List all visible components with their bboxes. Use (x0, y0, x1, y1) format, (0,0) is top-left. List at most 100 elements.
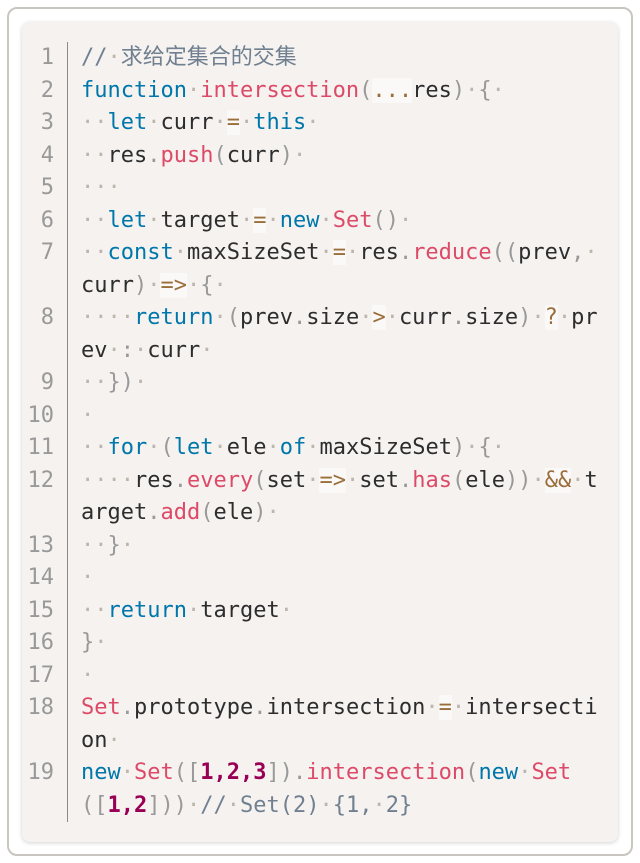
token-punctuation: (( (491, 240, 519, 265)
token-operator: > (372, 305, 386, 330)
whitespace-dot: · (451, 695, 466, 720)
whitespace-dot: · (186, 272, 201, 298)
code-line: 3··let·curr·=·this· (22, 107, 618, 140)
code-line: 9··})· (22, 367, 618, 400)
whitespace-dot: ·· (81, 207, 108, 233)
whitespace-dot: ···· (81, 467, 134, 493)
whitespace-dot: · (213, 272, 227, 298)
token-punctuation: ) (253, 500, 267, 525)
token-punctuation: { (478, 77, 492, 103)
line-number: 1 (22, 42, 68, 75)
token-operator: = (226, 110, 240, 135)
whitespace-dot: · (306, 110, 320, 135)
line-number: 4 (22, 139, 68, 172)
whitespace-dot: · (213, 305, 227, 330)
code-line: 4 ··res.push(curr)· (22, 139, 618, 173)
token-keyword: return (133, 305, 214, 330)
token-text: curr (160, 110, 214, 135)
whitespace-dot: · (239, 110, 254, 135)
line-number: 14 (22, 562, 68, 595)
whitespace-dot: · (319, 207, 333, 233)
token-keyword: this (253, 110, 307, 135)
token-keyword: for (107, 435, 148, 460)
whitespace-dot: · (94, 630, 108, 655)
whitespace-dot: ·· (81, 597, 108, 623)
token-text: prev (81, 305, 598, 363)
whitespace-dot: · (359, 305, 373, 330)
whitespace-dot: · (107, 727, 121, 753)
code-text: ··res.push(curr)· (81, 140, 611, 173)
code-text: //·求给定集合的交集 (81, 42, 611, 75)
code-text: · (81, 562, 611, 595)
token-function: every (186, 467, 254, 493)
token-operator: = (438, 695, 452, 720)
whitespace-dot: · (571, 467, 585, 493)
token-punctuation: ])) (147, 792, 187, 818)
token-punctuation: ([ (81, 792, 108, 818)
code-text: · (81, 660, 611, 693)
token-text: size (465, 305, 519, 330)
line-number: 12 (22, 464, 68, 530)
line-number: 15 (22, 594, 68, 627)
token-text: curr (398, 305, 452, 330)
token-punctuation: }) (107, 370, 135, 395)
token-punctuation: } (81, 630, 95, 655)
code-text: ····res.every(set·=>·set.has(ele))·&&·ta… (81, 465, 611, 530)
token-punctuation: , (571, 240, 585, 265)
token-text: prev (518, 240, 572, 265)
token-punctuation: . (173, 467, 187, 493)
code-text: }· (81, 627, 611, 660)
token-punctuation: . (120, 695, 134, 720)
whitespace-dot: ·· (81, 532, 108, 558)
line-number: 17 (22, 659, 68, 692)
token-keyword: let (107, 110, 148, 135)
whitespace-dot: · (531, 305, 545, 330)
code-line: 11··for·(let·ele·of·maxSizeSet)·{· (22, 432, 618, 465)
token-function: Set (81, 695, 121, 720)
code-line: 6··let·target·=·new·Set()· (22, 204, 618, 237)
whitespace-dot: ·· (81, 370, 108, 395)
line-number: 3 (22, 107, 68, 140)
whitespace-dot: · (81, 565, 95, 590)
code-text: Set.prototype.intersection·=·intersectio… (81, 692, 611, 757)
token-text: intersection (266, 695, 426, 720)
code-line: 7··const·maxSizeSet·=·res.reduce((prev,·… (22, 237, 618, 302)
token-punctuation: ) (518, 305, 532, 330)
token-punctuation: . (451, 305, 466, 330)
token-keyword: of (279, 435, 307, 460)
whitespace-dot: ··· (81, 175, 121, 200)
whitespace-dot: · (226, 792, 240, 818)
whitespace-dot: · (557, 305, 572, 330)
token-comment: 求给定集合的交集 (120, 45, 297, 70)
code-text: ··})· (81, 367, 611, 400)
token-operator: = (253, 207, 267, 233)
line-number: 19 (22, 757, 68, 822)
line-number: 18 (22, 692, 68, 757)
token-text: curr (81, 272, 134, 298)
token-text: curr (147, 337, 201, 363)
token-comment: // (200, 792, 227, 818)
token-punctuation: ( (226, 305, 240, 330)
token-keyword: new (81, 760, 121, 785)
token-text: size (306, 305, 360, 330)
code-line: 17 · (22, 659, 618, 693)
whitespace-dot: · (491, 77, 505, 103)
whitespace-dot: · (465, 77, 479, 103)
whitespace-dot: · (345, 467, 360, 493)
token-function: intersection (200, 77, 360, 103)
token-punctuation: . (253, 695, 267, 720)
whitespace-dot: · (531, 467, 545, 493)
token-punctuation: . (147, 142, 161, 168)
whitespace-dot: · (147, 272, 161, 298)
whitespace-dot: · (465, 435, 479, 460)
code-line: 10· (22, 399, 618, 433)
token-punctuation: ( (253, 467, 267, 493)
whitespace-dot: ·· (81, 435, 108, 460)
token-punctuation: . (398, 467, 413, 493)
code-line: 14 · (22, 562, 618, 595)
whitespace-dot: · (372, 792, 386, 818)
code-text: · (81, 400, 611, 433)
token-punctuation: ) (451, 77, 466, 103)
